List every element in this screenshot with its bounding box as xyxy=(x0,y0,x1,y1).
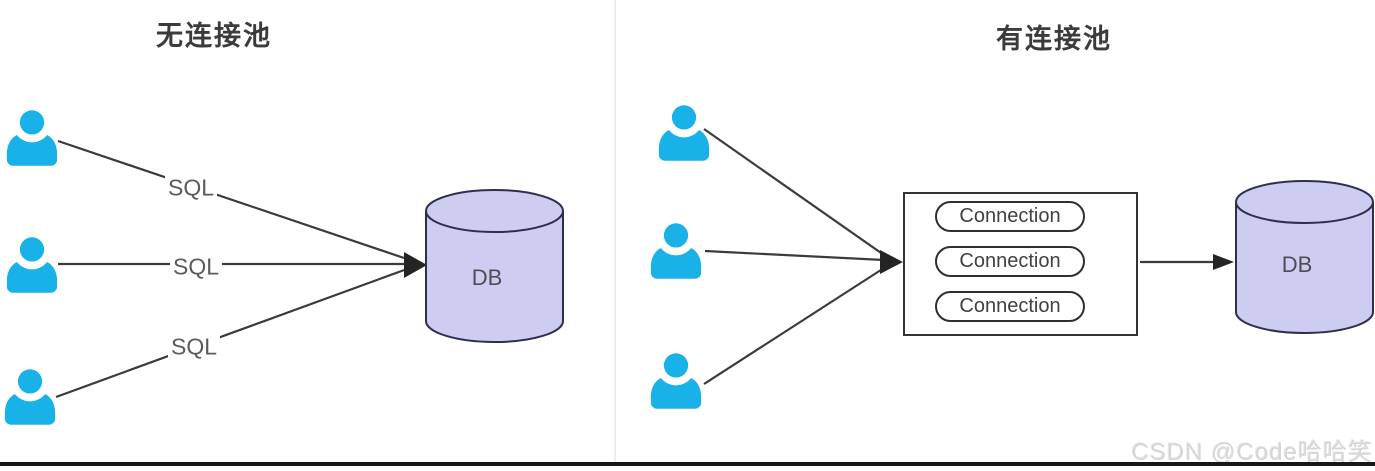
user-icon xyxy=(650,223,702,279)
arrowhead-left-db-icon xyxy=(404,252,427,278)
left-panel-title: 无连接池 xyxy=(156,21,272,51)
right-panel-title: 有连接池 xyxy=(996,24,1112,54)
user-icon xyxy=(6,110,58,166)
sql-label: SQL xyxy=(167,334,221,360)
db-label: DB xyxy=(1282,252,1313,277)
user-icon xyxy=(4,369,56,425)
user-icon xyxy=(650,353,702,409)
user-icon xyxy=(6,237,58,293)
sql-label: SQL xyxy=(169,254,223,280)
db-label: DB xyxy=(472,265,503,290)
connector-left-user1-db xyxy=(57,139,408,261)
connection-pill: Connection xyxy=(935,246,1085,277)
user-icon xyxy=(658,105,710,161)
connection-pill: Connection xyxy=(935,291,1085,322)
watermark: CSDN @Code哈哈笑 xyxy=(1131,439,1373,466)
connection-pill: Connection xyxy=(935,201,1085,232)
connector-right-user2-pool xyxy=(704,249,885,262)
connector-right-user3-pool xyxy=(703,267,885,385)
panel-divider xyxy=(614,0,616,462)
database-cylinder: DB xyxy=(425,189,564,343)
arrowhead-pool-icon xyxy=(880,250,903,274)
connector-right-user1-pool xyxy=(703,128,885,256)
arrowhead-right-db-icon xyxy=(1213,254,1234,270)
sql-label: SQL xyxy=(164,175,218,201)
connector-left-user3-db xyxy=(55,267,408,399)
bottom-border xyxy=(0,462,1375,466)
connection-pool-box: Connection Connection Connection xyxy=(903,192,1138,336)
database-cylinder: DB xyxy=(1235,180,1374,334)
